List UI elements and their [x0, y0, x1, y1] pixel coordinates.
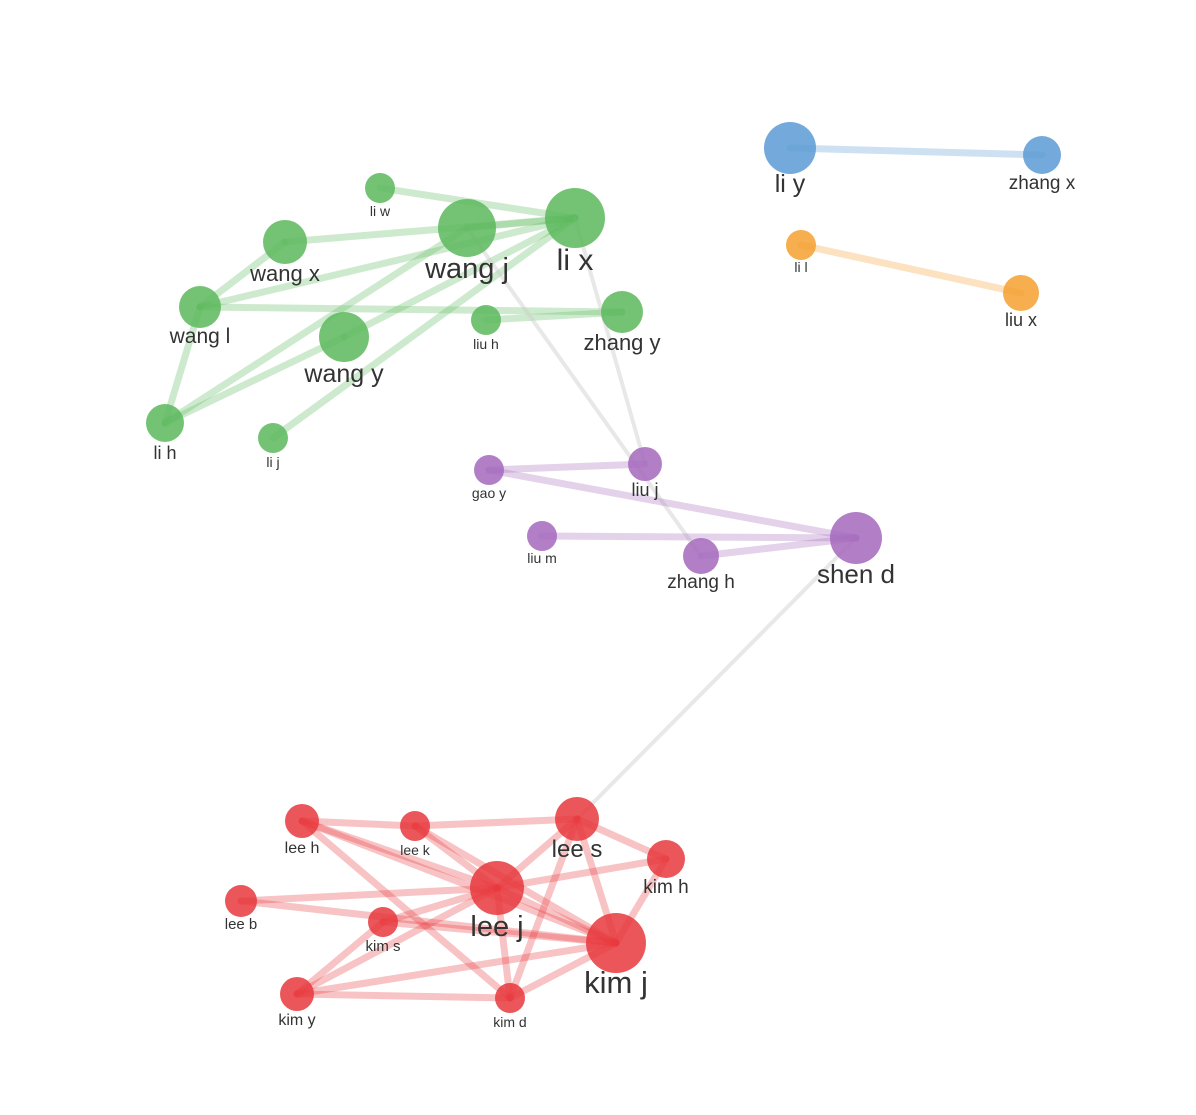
edge-kim-j-kim-y	[293, 939, 620, 998]
node-label-gao-y: gao y	[472, 485, 506, 501]
node-label-wang-x: wang x	[249, 261, 320, 286]
node-kim-d[interactable]	[495, 983, 525, 1013]
node-label-wang-j: wang j	[424, 253, 509, 285]
edge-liu-m-shen-d	[538, 532, 860, 542]
node-gao-y[interactable]	[474, 455, 504, 485]
node-label-liu-j: liu j	[631, 480, 658, 500]
node-liu-h[interactable]	[471, 305, 501, 335]
edge-wang-x-li-x	[281, 214, 579, 246]
node-label-kim-j: kim j	[584, 965, 648, 1000]
node-label-li-h: li h	[153, 443, 176, 463]
node-li-x[interactable]	[545, 188, 605, 248]
edge-wang-y-li-x	[340, 214, 579, 341]
edge-li-j-li-x	[269, 214, 579, 442]
node-wang-j[interactable]	[438, 199, 496, 257]
node-label-kim-h: kim h	[643, 877, 688, 898]
node-label-li-x: li x	[557, 244, 594, 277]
edge-kim-s-kim-y	[293, 918, 387, 998]
node-liu-x[interactable]	[1003, 275, 1039, 311]
node-label-wang-l: wang l	[169, 325, 231, 348]
edge-wang-l-zhang-y	[196, 303, 626, 316]
edge-li-x-liu-j	[573, 216, 647, 466]
node-wang-x[interactable]	[263, 220, 307, 264]
node-li-h[interactable]	[146, 404, 184, 442]
node-label-shen-d: shen d	[817, 559, 895, 589]
node-li-j[interactable]	[258, 423, 288, 453]
edge-lee-h-lee-j	[298, 817, 501, 892]
node-label-kim-s: kim s	[366, 938, 401, 955]
node-label-li-j: li j	[266, 454, 279, 470]
node-label-zhang-x: zhang x	[1009, 173, 1076, 194]
edge-kim-h-lee-j	[493, 855, 670, 892]
edge-lee-b-lee-j	[237, 884, 501, 905]
nodes-layer	[146, 122, 1061, 1013]
edge-lee-h-lee-k	[298, 817, 419, 830]
node-lee-k[interactable]	[400, 811, 430, 841]
node-kim-h[interactable]	[647, 840, 685, 878]
node-label-lee-j: lee j	[470, 911, 523, 943]
node-label-kim-d: kim d	[493, 1014, 526, 1030]
edge-lee-h-kim-j	[298, 817, 620, 947]
node-label-lee-s: lee s	[552, 836, 603, 863]
node-label-li-l: li l	[794, 259, 807, 275]
node-kim-j[interactable]	[586, 913, 646, 973]
edge-zhang-h-shen-d	[697, 534, 860, 560]
node-liu-j[interactable]	[628, 447, 662, 481]
labels-layer: li y zhang x li l liu x li w wang x wang j li x…	[153, 170, 1075, 1030]
edge-li-h-wang-y	[161, 333, 348, 427]
edge-lee-j-kim-y	[293, 884, 501, 998]
edge-lee-b-kim-j	[237, 897, 620, 947]
node-zhang-y[interactable]	[601, 291, 643, 333]
edge-gao-y-shen-d	[485, 466, 860, 542]
node-li-w[interactable]	[365, 173, 395, 203]
node-kim-s[interactable]	[368, 907, 398, 937]
node-label-zhang-y: zhang y	[583, 330, 660, 355]
node-label-li-w: li w	[370, 203, 391, 219]
node-lee-h[interactable]	[285, 804, 319, 838]
node-zhang-x[interactable]	[1023, 136, 1061, 174]
node-label-kim-y: kim y	[278, 1012, 315, 1029]
node-label-liu-m: liu m	[527, 550, 557, 566]
edge-lee-k-lee-s	[411, 815, 581, 830]
edge-li-h-wang-j	[161, 224, 471, 427]
node-label-lee-h: lee h	[285, 840, 320, 857]
node-label-li-y: li y	[775, 170, 806, 198]
node-label-wang-y: wang y	[303, 360, 384, 388]
node-liu-m[interactable]	[527, 521, 557, 551]
node-li-y[interactable]	[764, 122, 816, 174]
edge-kim-s-kim-j	[379, 918, 620, 947]
edge-shen-d-lee-s	[575, 536, 858, 821]
edge-lee-h-kim-d	[298, 817, 514, 1002]
node-wang-y[interactable]	[319, 312, 369, 362]
node-kim-y[interactable]	[280, 977, 314, 1011]
edge-wang-j-zhang-h	[465, 226, 703, 558]
node-lee-j[interactable]	[470, 861, 524, 915]
node-label-lee-b: lee b	[225, 916, 258, 933]
node-label-liu-h: liu h	[473, 336, 499, 352]
edge-kim-y-kim-d	[293, 990, 514, 1002]
node-zhang-h[interactable]	[683, 538, 719, 574]
node-lee-s[interactable]	[555, 797, 599, 841]
node-lee-b[interactable]	[225, 885, 257, 917]
edge-li-y-zhang-x	[786, 144, 1046, 159]
node-label-liu-x: liu x	[1005, 310, 1037, 330]
edge-gao-y-liu-j	[485, 460, 649, 474]
node-li-l[interactable]	[786, 230, 816, 260]
node-label-lee-k: lee k	[400, 842, 431, 858]
edge-li-l-liu-x	[797, 241, 1025, 297]
node-shen-d[interactable]	[830, 512, 882, 564]
node-label-zhang-h: zhang h	[667, 572, 735, 593]
edge-wang-l-li-x	[196, 214, 579, 311]
edge-liu-h-zhang-y	[482, 308, 626, 324]
node-wang-l[interactable]	[179, 286, 221, 328]
edge-lee-s-kim-d	[506, 815, 581, 1002]
